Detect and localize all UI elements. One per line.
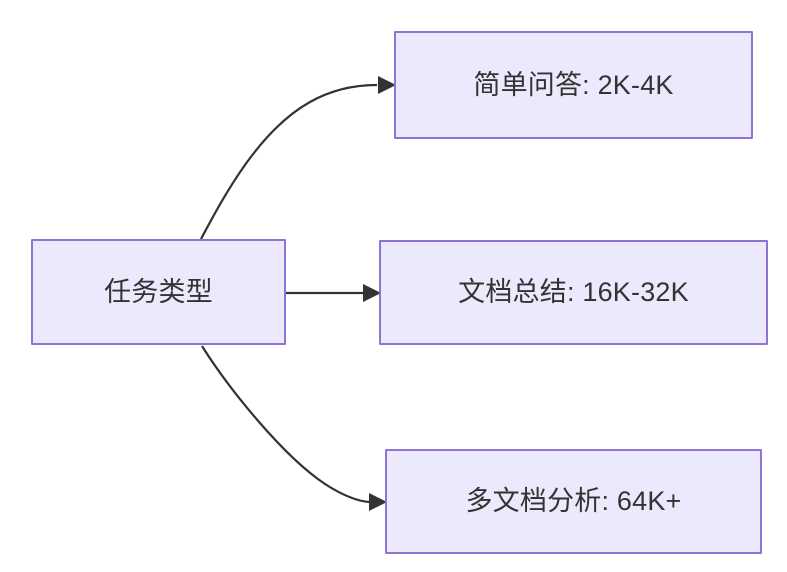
node-task-type[interactable]: 任务类型 — [31, 239, 286, 345]
edge-task-to-multi-doc — [201, 345, 387, 511]
node-multi-doc[interactable]: 多文档分析: 64K+ — [385, 449, 762, 554]
node-doc-summary[interactable]: 文档总结: 16K-32K — [379, 240, 768, 345]
node-simple-qa[interactable]: 简单问答: 2K-4K — [394, 31, 753, 139]
node-multi-doc-label: 多文档分析: 64K+ — [465, 486, 682, 517]
edge-task-to-simple-qa — [200, 76, 396, 240]
node-simple-qa-label: 简单问答: 2K-4K — [473, 69, 674, 100]
edge-task-to-simple-qa-path — [200, 83, 378, 240]
node-task-type-label: 任务类型 — [104, 276, 213, 307]
node-doc-summary-label: 文档总结: 16K-32K — [458, 277, 689, 308]
edge-task-to-multi-doc-path — [201, 345, 370, 504]
edge-task-to-doc-summary — [286, 284, 381, 302]
